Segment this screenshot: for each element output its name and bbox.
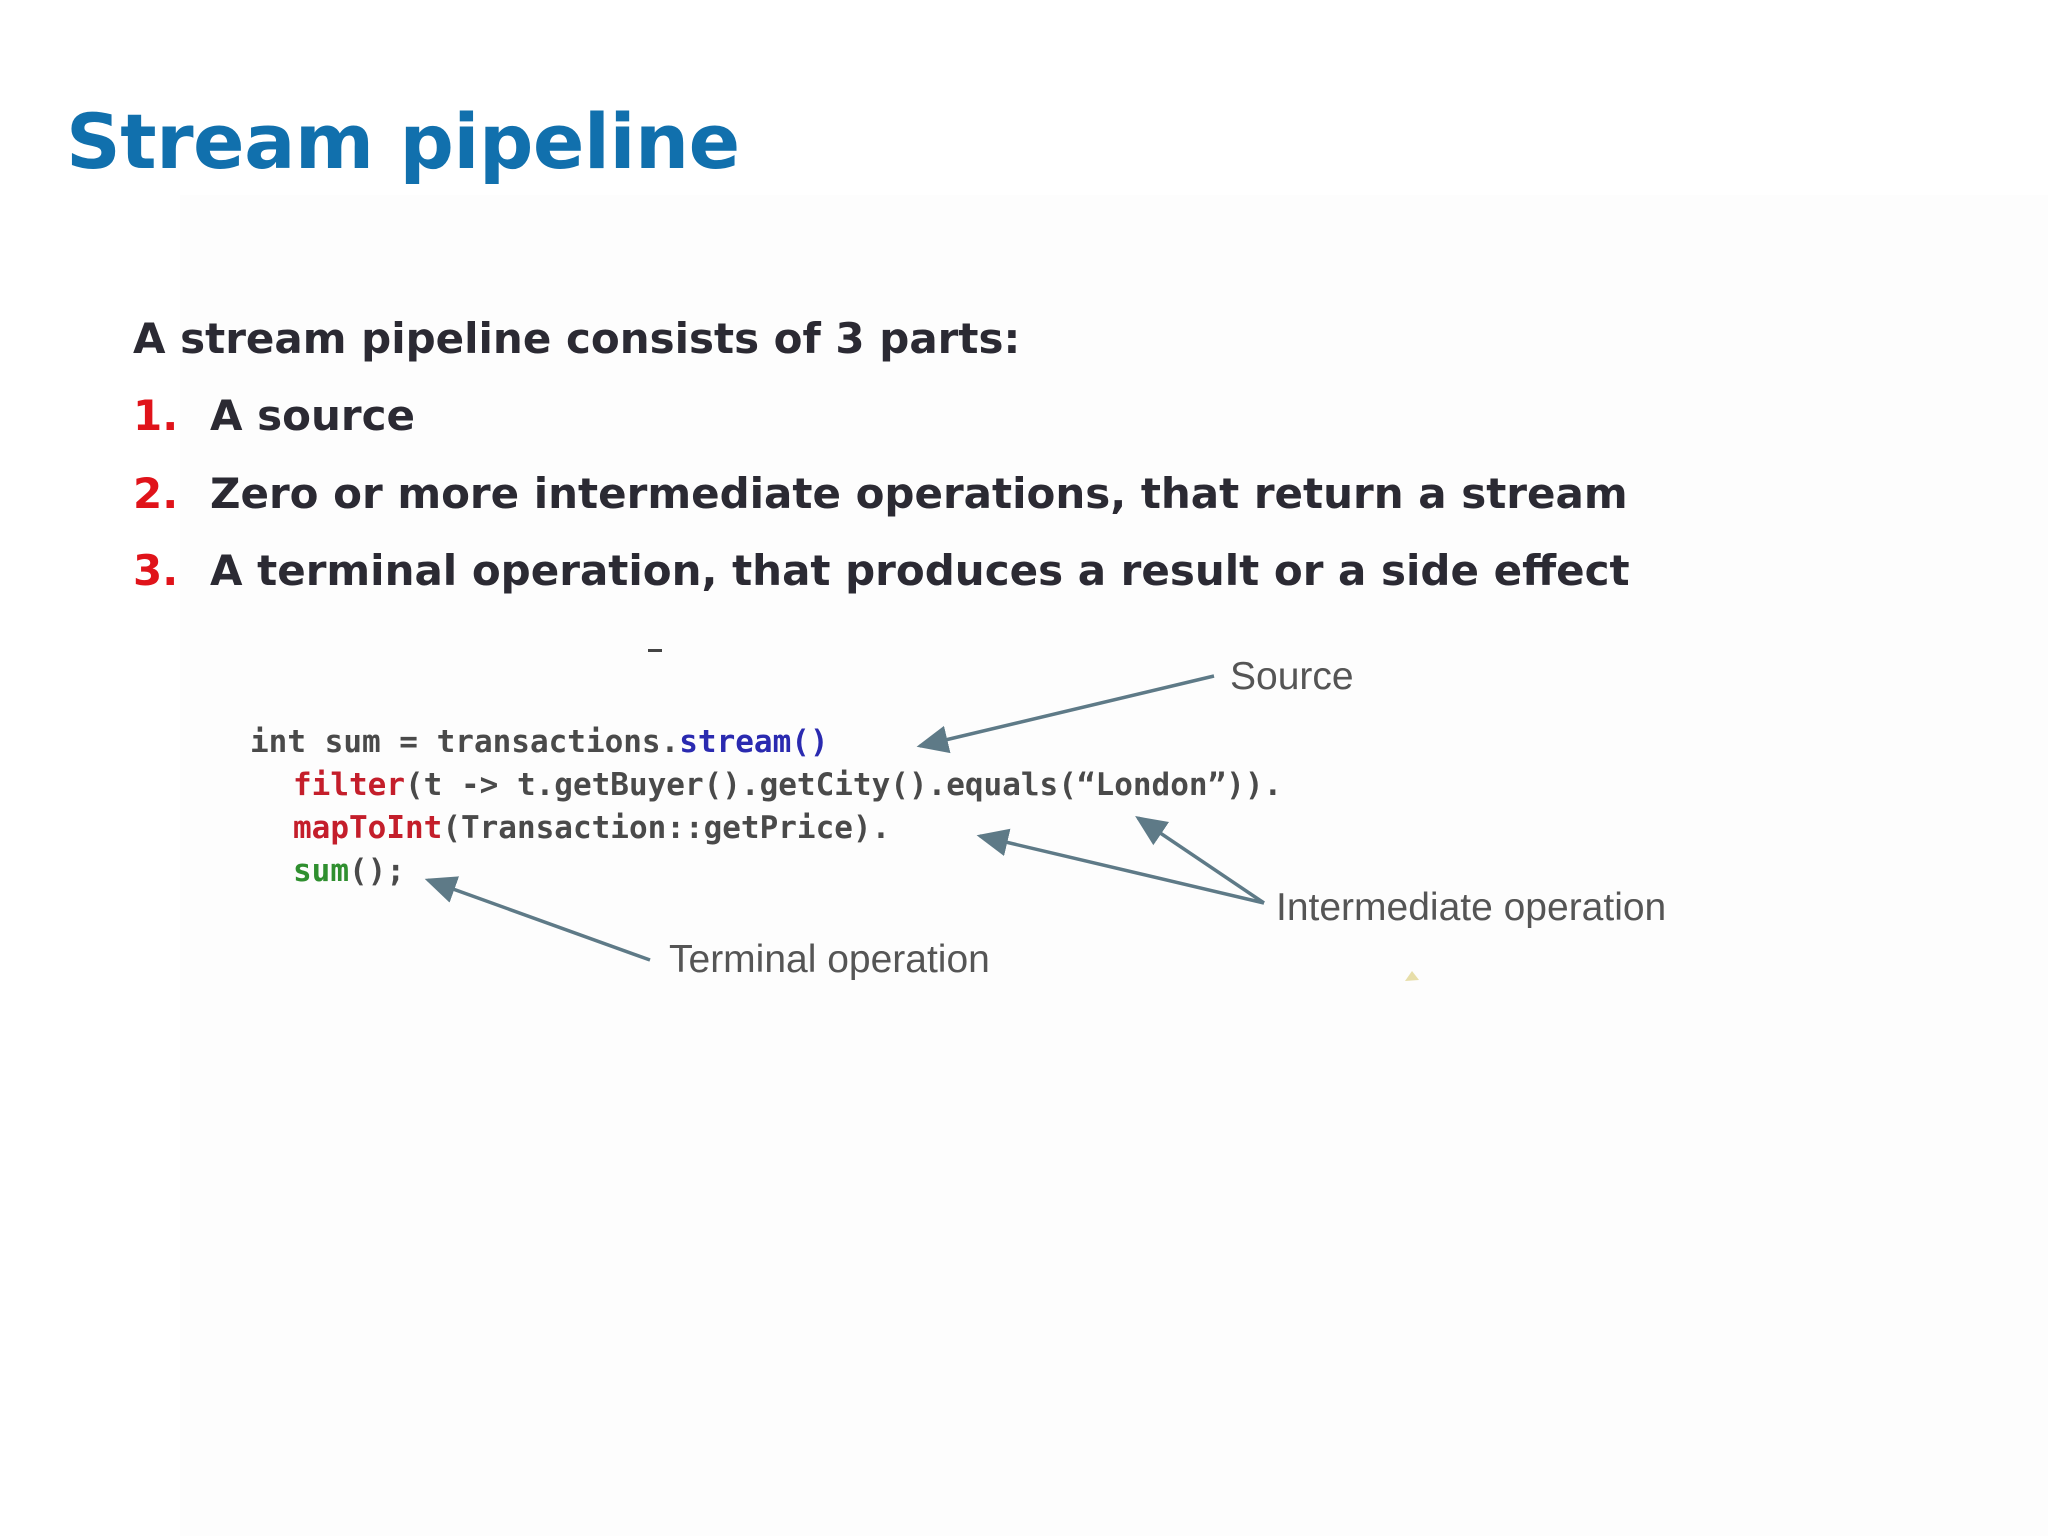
code-sum-args: (); <box>349 853 405 889</box>
code-source-method: stream() <box>679 724 829 760</box>
list-item-text: Zero or more intermediate operations, th… <box>210 468 1628 518</box>
code-map-args: (Transaction::getPrice). <box>442 810 891 846</box>
source-callout-label: Source <box>1230 655 1354 698</box>
list-item-text: A terminal operation, that produces a re… <box>210 546 1630 595</box>
code-line-source: int sum = transactions.stream() <box>250 722 829 762</box>
code-filter-args: (t -> t.getBuyer().getCity().equals(“Lon… <box>404 767 1283 803</box>
list-number: 3. <box>133 546 179 595</box>
code-map-method: mapToInt <box>293 810 443 846</box>
intro-text: A stream pipeline consists of 3 parts: <box>133 314 1021 363</box>
list-number: 1. <box>133 391 179 440</box>
list-item-text: A source <box>210 391 415 440</box>
slide-title: Stream pipeline <box>66 97 740 186</box>
code-declaration: int sum = transactions. <box>250 724 680 760</box>
smudge-mark <box>1405 971 1419 981</box>
terminal-callout-label: Terminal operation <box>669 938 990 981</box>
intermediate-callout-label: Intermediate operation <box>1276 886 1667 929</box>
list-number: 2. <box>133 468 179 518</box>
code-line-sum: sum(); <box>293 851 405 891</box>
stray-dash-mark <box>648 649 662 652</box>
code-line-filter: filter(t -> t.getBuyer().getCity().equal… <box>293 765 1282 805</box>
code-sum-method: sum <box>293 853 349 889</box>
content-panel <box>180 195 2048 1536</box>
code-filter-method: filter <box>293 767 405 803</box>
code-line-map: mapToInt(Transaction::getPrice). <box>293 808 890 848</box>
